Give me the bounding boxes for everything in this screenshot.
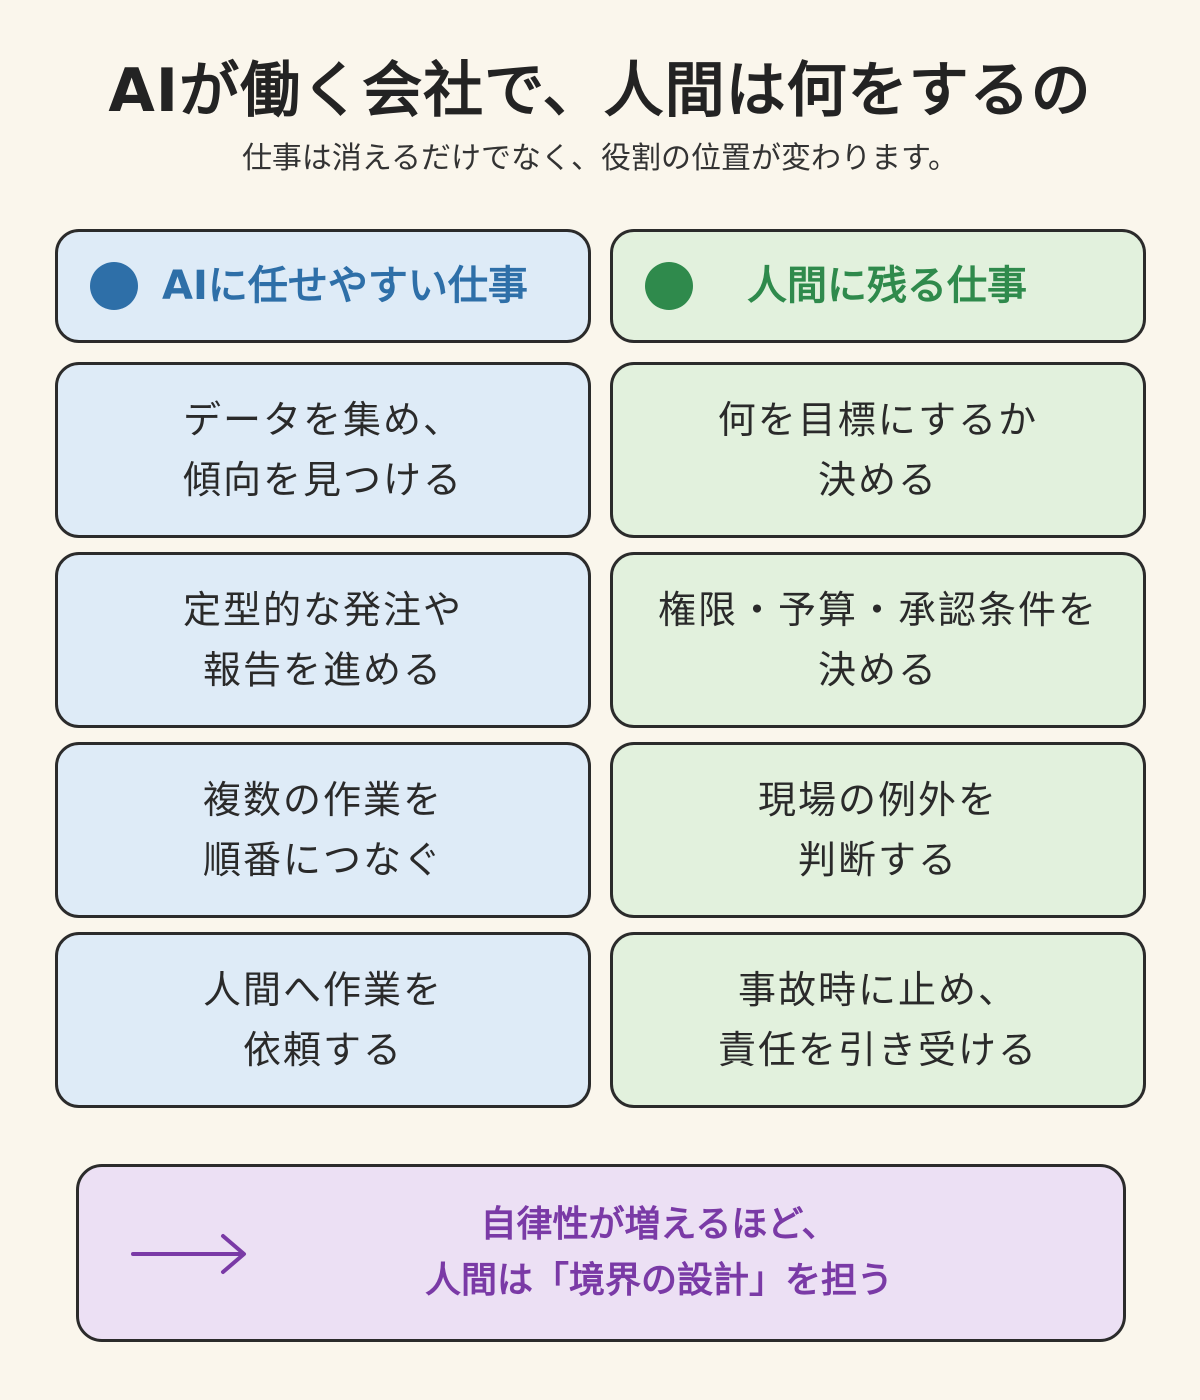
ai-task-line: 複数の作業を [202, 778, 443, 822]
green-circle-icon [645, 262, 693, 310]
right-arrow-icon [131, 1234, 246, 1274]
ai-task-line: データを集め、 [182, 398, 463, 442]
ai-task-line: 報告を進める [202, 648, 443, 692]
ai-task-card: 人間へ作業を 依頼する [55, 932, 591, 1108]
ai-task-line: 人間へ作業を [202, 968, 443, 1012]
human-column-header: 人間に残る仕事 [610, 229, 1146, 343]
human-task-line: 決める [817, 458, 938, 502]
human-task-line: 現場の例外を [757, 778, 998, 822]
human-column-header-label: 人間に残る仕事 [747, 263, 1027, 309]
blue-circle-icon [90, 262, 138, 310]
summary-callout: 自律性が増えるほど、 人間は「境界の設計」を担う [76, 1164, 1126, 1342]
human-task-line: 権限・予算・承認条件を [657, 588, 1098, 632]
ai-task-card: 複数の作業を 順番につなぐ [55, 742, 591, 918]
ai-task-line: 傾向を見つける [182, 458, 463, 502]
human-task-line: 事故時に止め、 [737, 968, 1018, 1012]
page-subtitle: 仕事は消えるだけでなく、役割の位置が変わります。 [241, 141, 959, 176]
human-task-line: 何を目標にするか [717, 398, 1039, 442]
ai-task-line: 依頼する [242, 1028, 403, 1072]
human-task-card: 現場の例外を 判断する [610, 742, 1146, 918]
page-title: AIが働く会社で、人間は何をするの [108, 56, 1092, 126]
ai-task-line: 定型的な発注や [182, 588, 463, 632]
ai-task-card: 定型的な発注や 報告を進める [55, 552, 591, 728]
summary-line: 自律性が増えるほど、 [480, 1204, 838, 1245]
human-task-line: 責任を引き受ける [717, 1028, 1038, 1072]
ai-task-line: 順番につなぐ [202, 838, 443, 882]
summary-line: 人間は「境界の設計」を担う [424, 1260, 893, 1301]
ai-column-header: AIに任せやすい仕事 [55, 229, 591, 343]
human-task-card: 権限・予算・承認条件を 決める [610, 552, 1146, 728]
human-task-card: 事故時に止め、 責任を引き受ける [610, 932, 1146, 1108]
ai-column-header-label: AIに任せやすい仕事 [162, 263, 528, 309]
human-task-card: 何を目標にするか 決める [610, 362, 1146, 538]
human-task-line: 決める [817, 648, 938, 692]
human-task-line: 判断する [797, 838, 958, 882]
ai-task-card: データを集め、 傾向を見つける [55, 362, 591, 538]
